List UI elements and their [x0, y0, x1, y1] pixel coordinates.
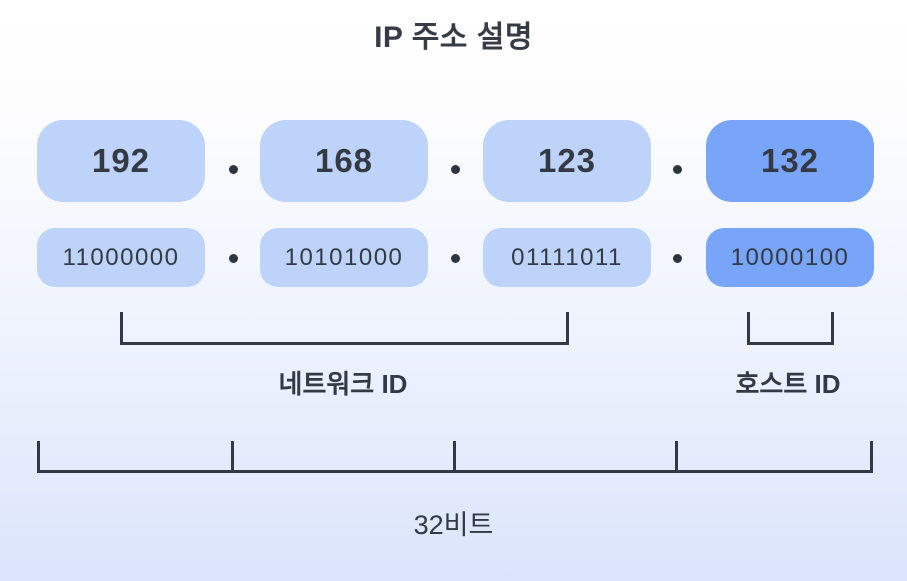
total-bits-label: 32비트	[413, 510, 494, 540]
octet-decimal-4-highlighted: 132	[706, 120, 874, 202]
octet-decimal-1: 192	[37, 120, 205, 202]
dot-separator-icon	[229, 165, 238, 174]
ruler-tick	[231, 441, 234, 473]
network-id-label: 네트워크 ID	[278, 369, 408, 399]
dot-separator-icon	[229, 254, 238, 263]
host-id-bracket	[747, 312, 834, 345]
octet-binary-1: 11000000	[37, 228, 205, 287]
dot-separator-icon	[451, 165, 460, 174]
octet-binary-3: 01111011	[483, 228, 651, 287]
octet-decimal-2: 168	[260, 120, 428, 202]
ruler-tick	[453, 441, 456, 473]
network-id-bracket	[120, 312, 569, 345]
octet-decimal-3: 123	[483, 120, 651, 202]
ruler-tick	[870, 441, 873, 473]
diagram-title: IP 주소 설명	[374, 21, 533, 54]
dot-separator-icon	[673, 254, 682, 263]
host-id-label: 호스트 ID	[735, 369, 841, 399]
dot-separator-icon	[451, 254, 460, 263]
ruler-tick	[675, 441, 678, 473]
ruler-tick	[37, 441, 40, 473]
octet-binary-4-highlighted: 10000100	[706, 228, 874, 287]
dot-separator-icon	[673, 165, 682, 174]
octet-binary-2: 10101000	[260, 228, 428, 287]
